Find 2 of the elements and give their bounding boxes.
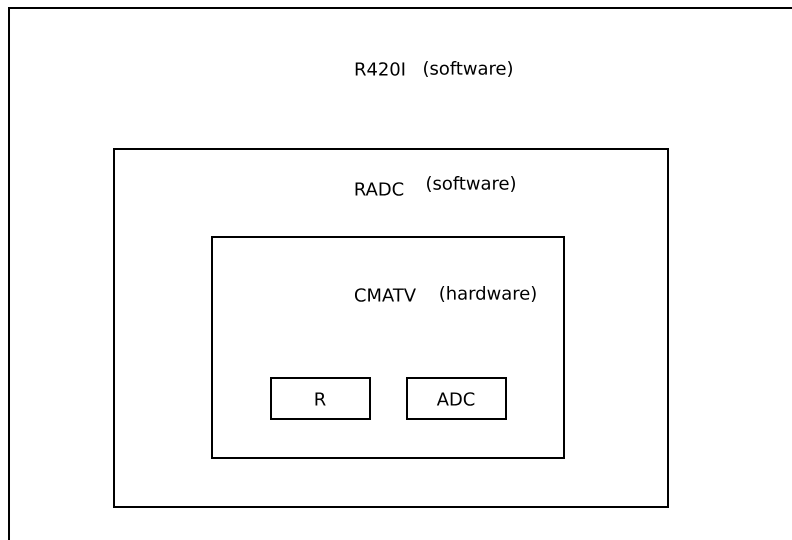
component-box: R [270, 377, 371, 420]
component-box: ADC [406, 377, 507, 420]
